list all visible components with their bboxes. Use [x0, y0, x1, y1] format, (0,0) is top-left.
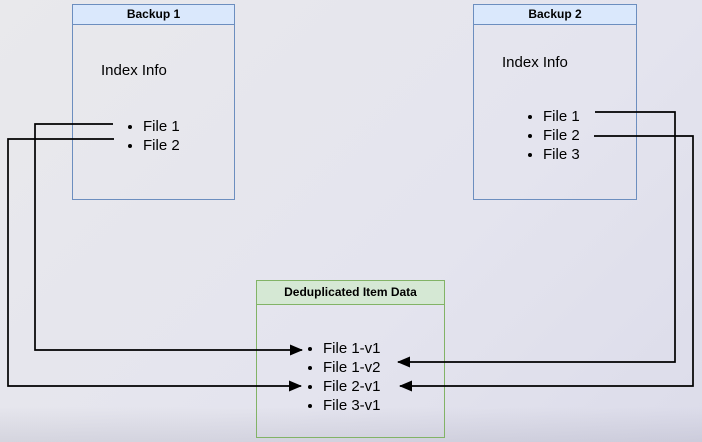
file-list-item: File 2-v1 [323, 377, 381, 396]
backup2-index-info-label: Index Info [502, 54, 568, 71]
backup2-file-list: File 1File 2File 3 [474, 107, 580, 164]
backup1-box: Backup 1 Index Info File 1File 2 [72, 4, 235, 200]
backup1-index-info-label: Index Info [101, 62, 167, 79]
file-list-item: File 3 [543, 145, 580, 164]
backup2-box: Backup 2 Index Info File 1File 2File 3 [473, 4, 637, 200]
backup1-file-list: File 1File 2 [73, 117, 180, 155]
file-list-item: File 2 [543, 126, 580, 145]
file-list-item: File 2 [143, 136, 180, 155]
deduplicated-item-data-title: Deduplicated Item Data [257, 281, 444, 305]
deduplicated-item-data-box: Deduplicated Item Data File 1-v1File 1-v… [256, 280, 445, 438]
backup2-title: Backup 2 [474, 5, 636, 25]
file-list-item: File 3-v1 [323, 396, 381, 415]
backup1-title: Backup 1 [73, 5, 234, 25]
file-list-item: File 1-v2 [323, 358, 381, 377]
file-list-item: File 1-v1 [323, 339, 381, 358]
file-list-item: File 1 [543, 107, 580, 126]
dedup-file-list: File 1-v1File 1-v2File 2-v1File 3-v1 [257, 339, 381, 415]
file-list-item: File 1 [143, 117, 180, 136]
